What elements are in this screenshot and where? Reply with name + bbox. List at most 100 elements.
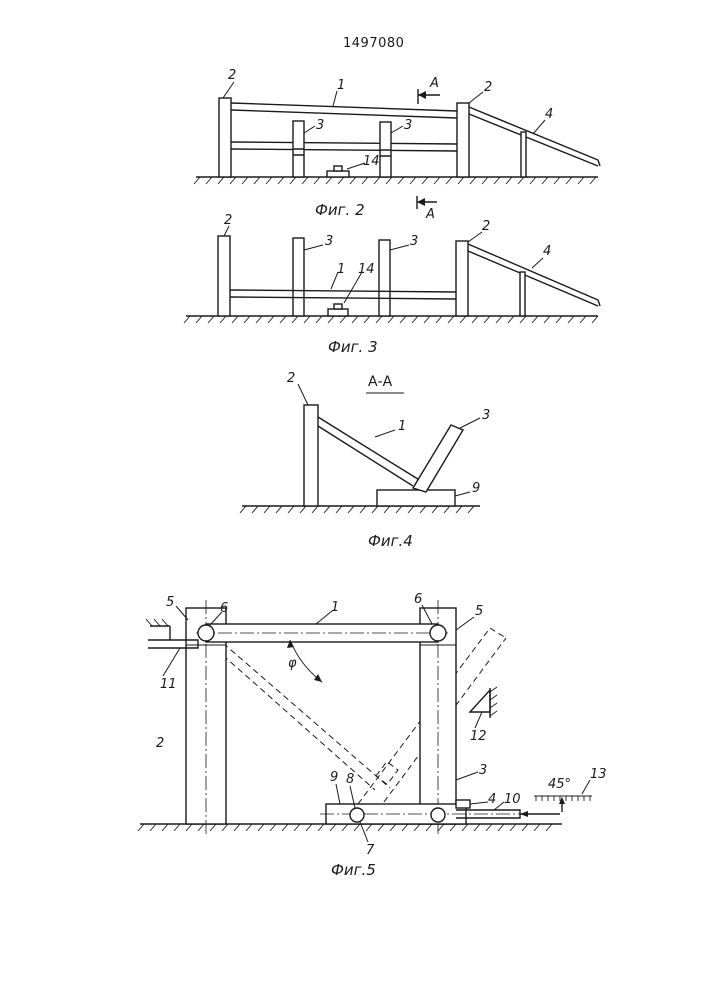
fig5-caption: Фиг.5 — [331, 861, 376, 879]
fig5-leader-stop-right — [475, 712, 482, 728]
fig4-caption: Фиг.4 — [368, 532, 413, 550]
fig5-leader-rail — [316, 611, 332, 624]
fig5-label-pivot-left: 6 — [220, 601, 228, 616]
fig3-label-rail: 1 — [337, 262, 345, 277]
fig3-stand-a — [293, 238, 304, 316]
fig3-rail — [230, 290, 456, 299]
fig3-label-post-right: 2 — [482, 219, 490, 234]
fig5-pivot-mid — [350, 808, 364, 822]
fig2-leader-rail — [333, 91, 337, 106]
fig5-leader-stop-left — [163, 648, 180, 676]
fig5-ramp — [456, 800, 470, 808]
fig4-label-beam: 1 — [398, 419, 406, 434]
fig5-stop-right — [470, 690, 490, 712]
fig2-lower-rail — [231, 142, 457, 151]
fig3-caption: Фиг. 3 — [328, 338, 378, 356]
fig2-label-post-left: 2 — [228, 68, 236, 83]
fig5-label-pivot-right: 6 — [414, 592, 422, 607]
fig4-label-arm: 3 — [482, 408, 490, 423]
fig5-leader-base — [336, 784, 340, 804]
fig2-leader-post-right — [469, 92, 483, 103]
fig4-label-base: 9 — [472, 481, 480, 496]
fig3-post-right — [456, 241, 468, 316]
fig3-stand-b — [379, 240, 390, 316]
fig2-label-stand-a: 3 — [316, 118, 324, 133]
fig3-leader-stand-a — [304, 245, 323, 250]
fig5-angle-symbol: φ — [288, 656, 297, 671]
fig5-leader-ramp — [470, 802, 488, 804]
fig5-label-ramp: 4 — [488, 792, 496, 807]
fig2-leader-ramp — [533, 120, 545, 134]
fig5-label-head-right: 5 — [475, 604, 483, 619]
fig5-leader-scale — [582, 780, 590, 794]
figure-5: φ 45° 5 6 1 6 5 11 2 12 3 13 4 10 9 — [138, 592, 607, 879]
fig2-ramp-support — [521, 132, 526, 177]
fig5-leader-head-right — [456, 617, 474, 630]
patent-number: 1497080 — [343, 36, 404, 51]
fig4-leader-arm — [460, 418, 480, 428]
fig2-block-top — [334, 166, 342, 171]
fig2-section-arrowhead — [418, 91, 426, 99]
fig2-ramp — [469, 107, 598, 166]
fig3-label-post-left: 2 — [224, 213, 232, 228]
fig3-label-stand-a: 3 — [325, 234, 333, 249]
fig3-post-left — [218, 236, 230, 316]
fig2-post-left — [219, 98, 231, 177]
fig4-ground-hatching — [240, 506, 474, 513]
fig5-pivot-right — [430, 625, 446, 641]
fig3-section-letter: А — [425, 207, 435, 222]
fig2-caption: Фиг. 2 — [315, 201, 365, 219]
fig5-label-base: 9 — [330, 770, 338, 785]
fig4-leader-beam — [375, 430, 395, 437]
fig5-dashed-rail-position — [208, 630, 390, 790]
fig2-block — [327, 171, 349, 177]
fig5-label-scale: 13 — [590, 767, 607, 782]
fig2-top-rail — [231, 103, 457, 118]
fig3-leader-post-right — [468, 232, 482, 242]
fig3-leader-ramp — [532, 258, 543, 268]
fig5-angle-arrowhead-bottom — [314, 674, 322, 682]
fig4-leader-post — [298, 384, 308, 405]
fig3-block — [328, 309, 348, 316]
fig3-label-ramp: 4 — [543, 244, 551, 259]
fig5-pivot-left — [198, 625, 214, 641]
fig3-leader-stand-b — [390, 245, 409, 250]
fig5-rod-arrowhead — [520, 811, 528, 817]
fig5-label-rail: 1 — [331, 600, 339, 615]
fig5-dashed-arm-joint — [376, 762, 398, 785]
fig2-label-stand-b: 3 — [404, 118, 412, 133]
fig3-section-arrowhead — [417, 198, 425, 206]
fig2-label-block: 14 — [363, 154, 380, 169]
fig5-label-stop-right: 12 — [470, 729, 487, 744]
fig5-wall-hatching — [146, 619, 168, 626]
fig3-ground-hatching — [184, 316, 598, 323]
fig4-label-post: 2 — [287, 371, 295, 386]
fig2-post-right — [457, 103, 469, 177]
fig5-label-arm: 3 — [479, 763, 487, 778]
fig5-leader-arm — [456, 772, 478, 780]
fig3-label-stand-b: 3 — [410, 234, 418, 249]
fig5-label-head-left: 5 — [166, 595, 174, 610]
fig4-post — [304, 405, 318, 506]
fig3-block-top — [334, 304, 342, 309]
fig2-ramp-end — [598, 160, 600, 166]
fig5-label-post: 2 — [156, 736, 164, 751]
fig5-ground-hatching — [138, 824, 552, 831]
fig2-label-rail: 1 — [337, 78, 345, 93]
fig5-label-rod: 10 — [504, 792, 521, 807]
fig4-leader-base — [455, 492, 470, 496]
fig5-label-pivot-mid: 8 — [346, 772, 354, 787]
figure-3: А 2 3 3 1 14 2 4 — [184, 196, 600, 356]
fig3-ramp — [468, 244, 598, 306]
fig3-ramp-support — [520, 272, 525, 316]
fig4-base — [377, 490, 455, 506]
fig5-label-pivot-bottom: 7 — [366, 843, 375, 858]
fig3-label-block: 14 — [358, 262, 375, 277]
fig4-section-title: А-А — [368, 374, 393, 390]
fig5-stop-right-hatching — [490, 687, 497, 716]
fig5-label-stop-left: 11 — [160, 677, 177, 692]
fig2-leader-stand-a — [304, 126, 315, 133]
fig2-section-letter: А — [429, 76, 439, 91]
fig3-ramp-end — [598, 300, 600, 306]
